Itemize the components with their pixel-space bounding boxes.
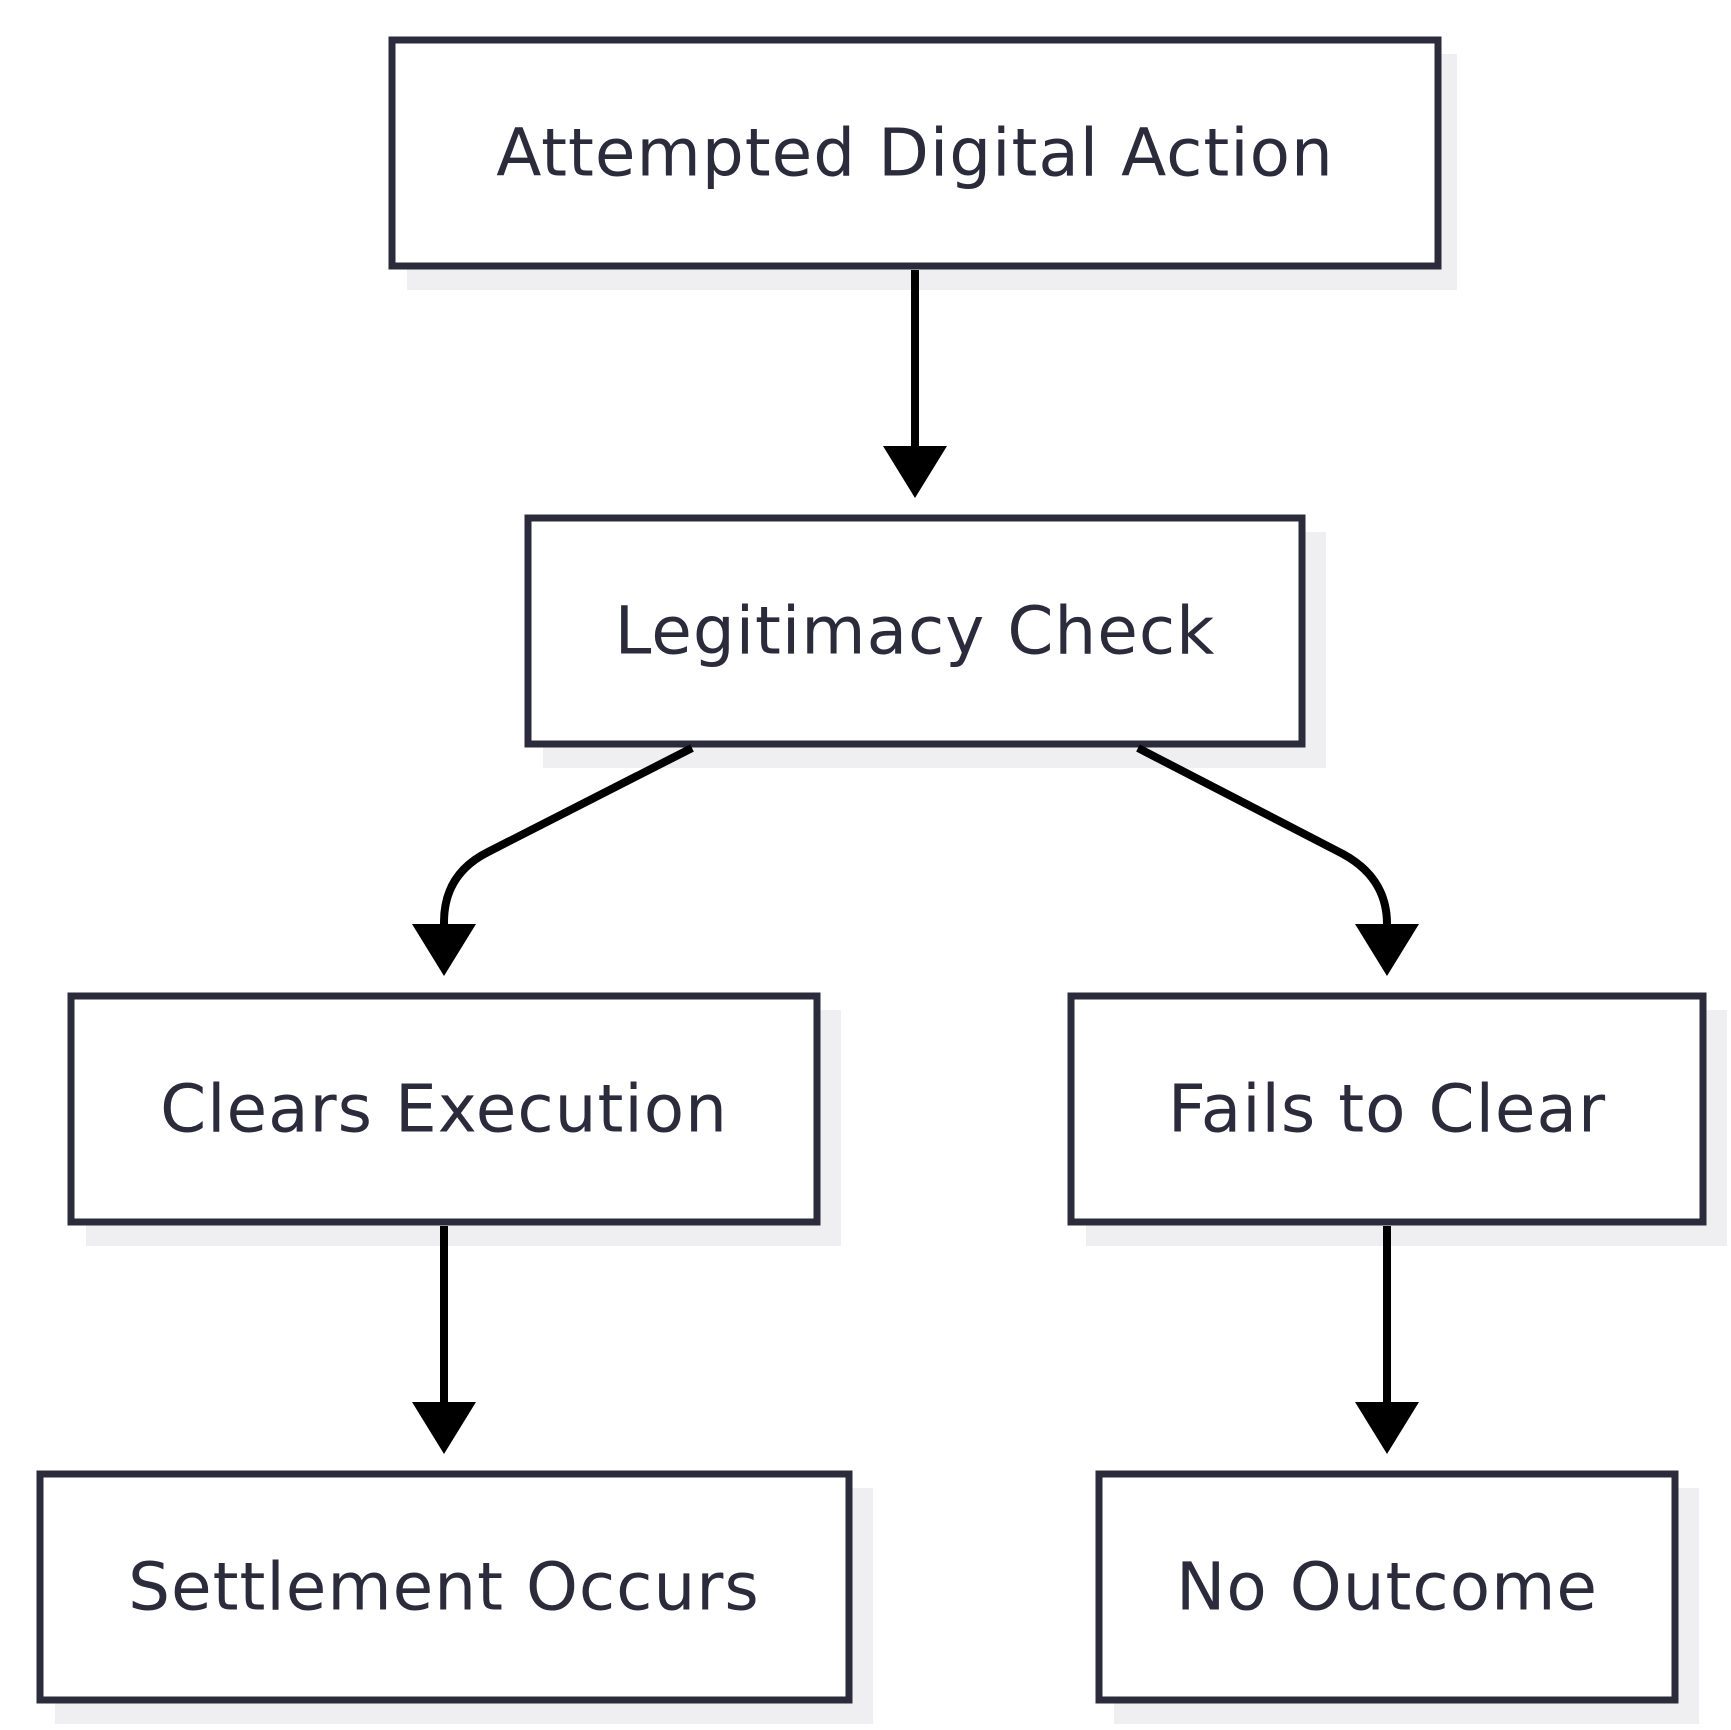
- node-no-outcome: No Outcome: [1095, 1470, 1699, 1724]
- node-label: Fails to Clear: [1168, 1071, 1606, 1148]
- node-box: [524, 514, 1306, 748]
- node-label: Clears Execution: [160, 1071, 728, 1148]
- node-label: Settlement Occurs: [128, 1549, 760, 1626]
- node-settlement-occurs: Settlement Occurs: [36, 1470, 873, 1724]
- node-attempted-digital-action: Attempted Digital Action: [388, 36, 1457, 290]
- node-label: No Outcome: [1176, 1549, 1598, 1626]
- edge-legitimacy-to-fails: [1136, 744, 1419, 976]
- node-box: [1067, 992, 1707, 1226]
- node-box: [67, 992, 821, 1226]
- edge-fails-to-no-outcome: [1355, 1226, 1419, 1454]
- arrowhead: [1355, 924, 1419, 976]
- node-label: Legitimacy Check: [615, 593, 1216, 670]
- edge-line: [1136, 744, 1391, 928]
- node-label: Attempted Digital Action: [496, 115, 1334, 192]
- edge-attempted-to-legitimacy: [883, 270, 947, 498]
- arrowhead: [1355, 1402, 1419, 1454]
- arrowhead: [883, 446, 947, 498]
- arrowhead: [412, 924, 476, 976]
- edge-clears-to-settlement: [412, 1226, 476, 1454]
- edge-line: [440, 744, 694, 928]
- node-fails-to-clear: Fails to Clear: [1067, 992, 1727, 1246]
- node-box: [388, 36, 1442, 270]
- node-legitimacy-check: Legitimacy Check: [524, 514, 1326, 768]
- node-box: [1095, 1470, 1679, 1704]
- arrowhead: [412, 1402, 476, 1454]
- edge-legitimacy-to-clears: [412, 744, 694, 976]
- node-clears-execution: Clears Execution: [67, 992, 841, 1246]
- node-box: [36, 1470, 853, 1704]
